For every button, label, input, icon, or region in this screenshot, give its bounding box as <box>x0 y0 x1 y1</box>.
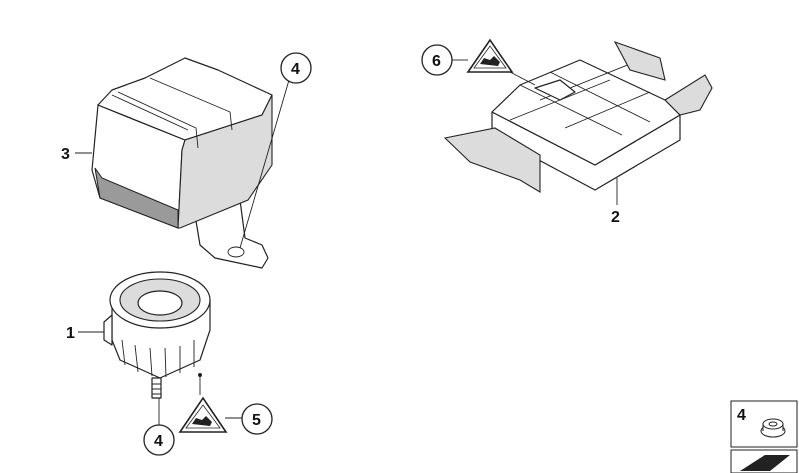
warning-triangle-icon <box>178 396 228 433</box>
part-1-siren[interactable] <box>103 271 211 399</box>
callout-4-bottom-label: 4 <box>154 433 163 450</box>
part-2-tray[interactable] <box>443 41 713 193</box>
legend-box: 4 <box>730 400 798 473</box>
callout-1-label: 1 <box>66 325 75 342</box>
callout-2[interactable]: 2 <box>611 209 620 226</box>
wedge-icon <box>740 455 790 471</box>
callout-4-top-label: 4 <box>291 61 300 78</box>
nut-icon <box>760 418 786 438</box>
callout-5[interactable]: 5 <box>241 403 273 435</box>
part-3-control-module[interactable] <box>91 57 273 269</box>
warning-triangle-icon <box>466 38 514 73</box>
callout-3-label: 3 <box>61 146 70 163</box>
leader-lines <box>75 59 618 425</box>
callout-2-label: 2 <box>611 209 620 226</box>
legend-4-label: 4 <box>737 407 746 424</box>
callout-4-top[interactable]: 4 <box>280 52 312 84</box>
callout-4-bottom[interactable]: 4 <box>143 424 175 456</box>
callout-3[interactable]: 3 <box>61 146 70 163</box>
callout-1[interactable]: 1 <box>66 325 75 342</box>
callout-5-label: 5 <box>252 412 261 429</box>
callout-6-label: 6 <box>432 53 441 70</box>
callout-6[interactable]: 6 <box>421 44 453 76</box>
